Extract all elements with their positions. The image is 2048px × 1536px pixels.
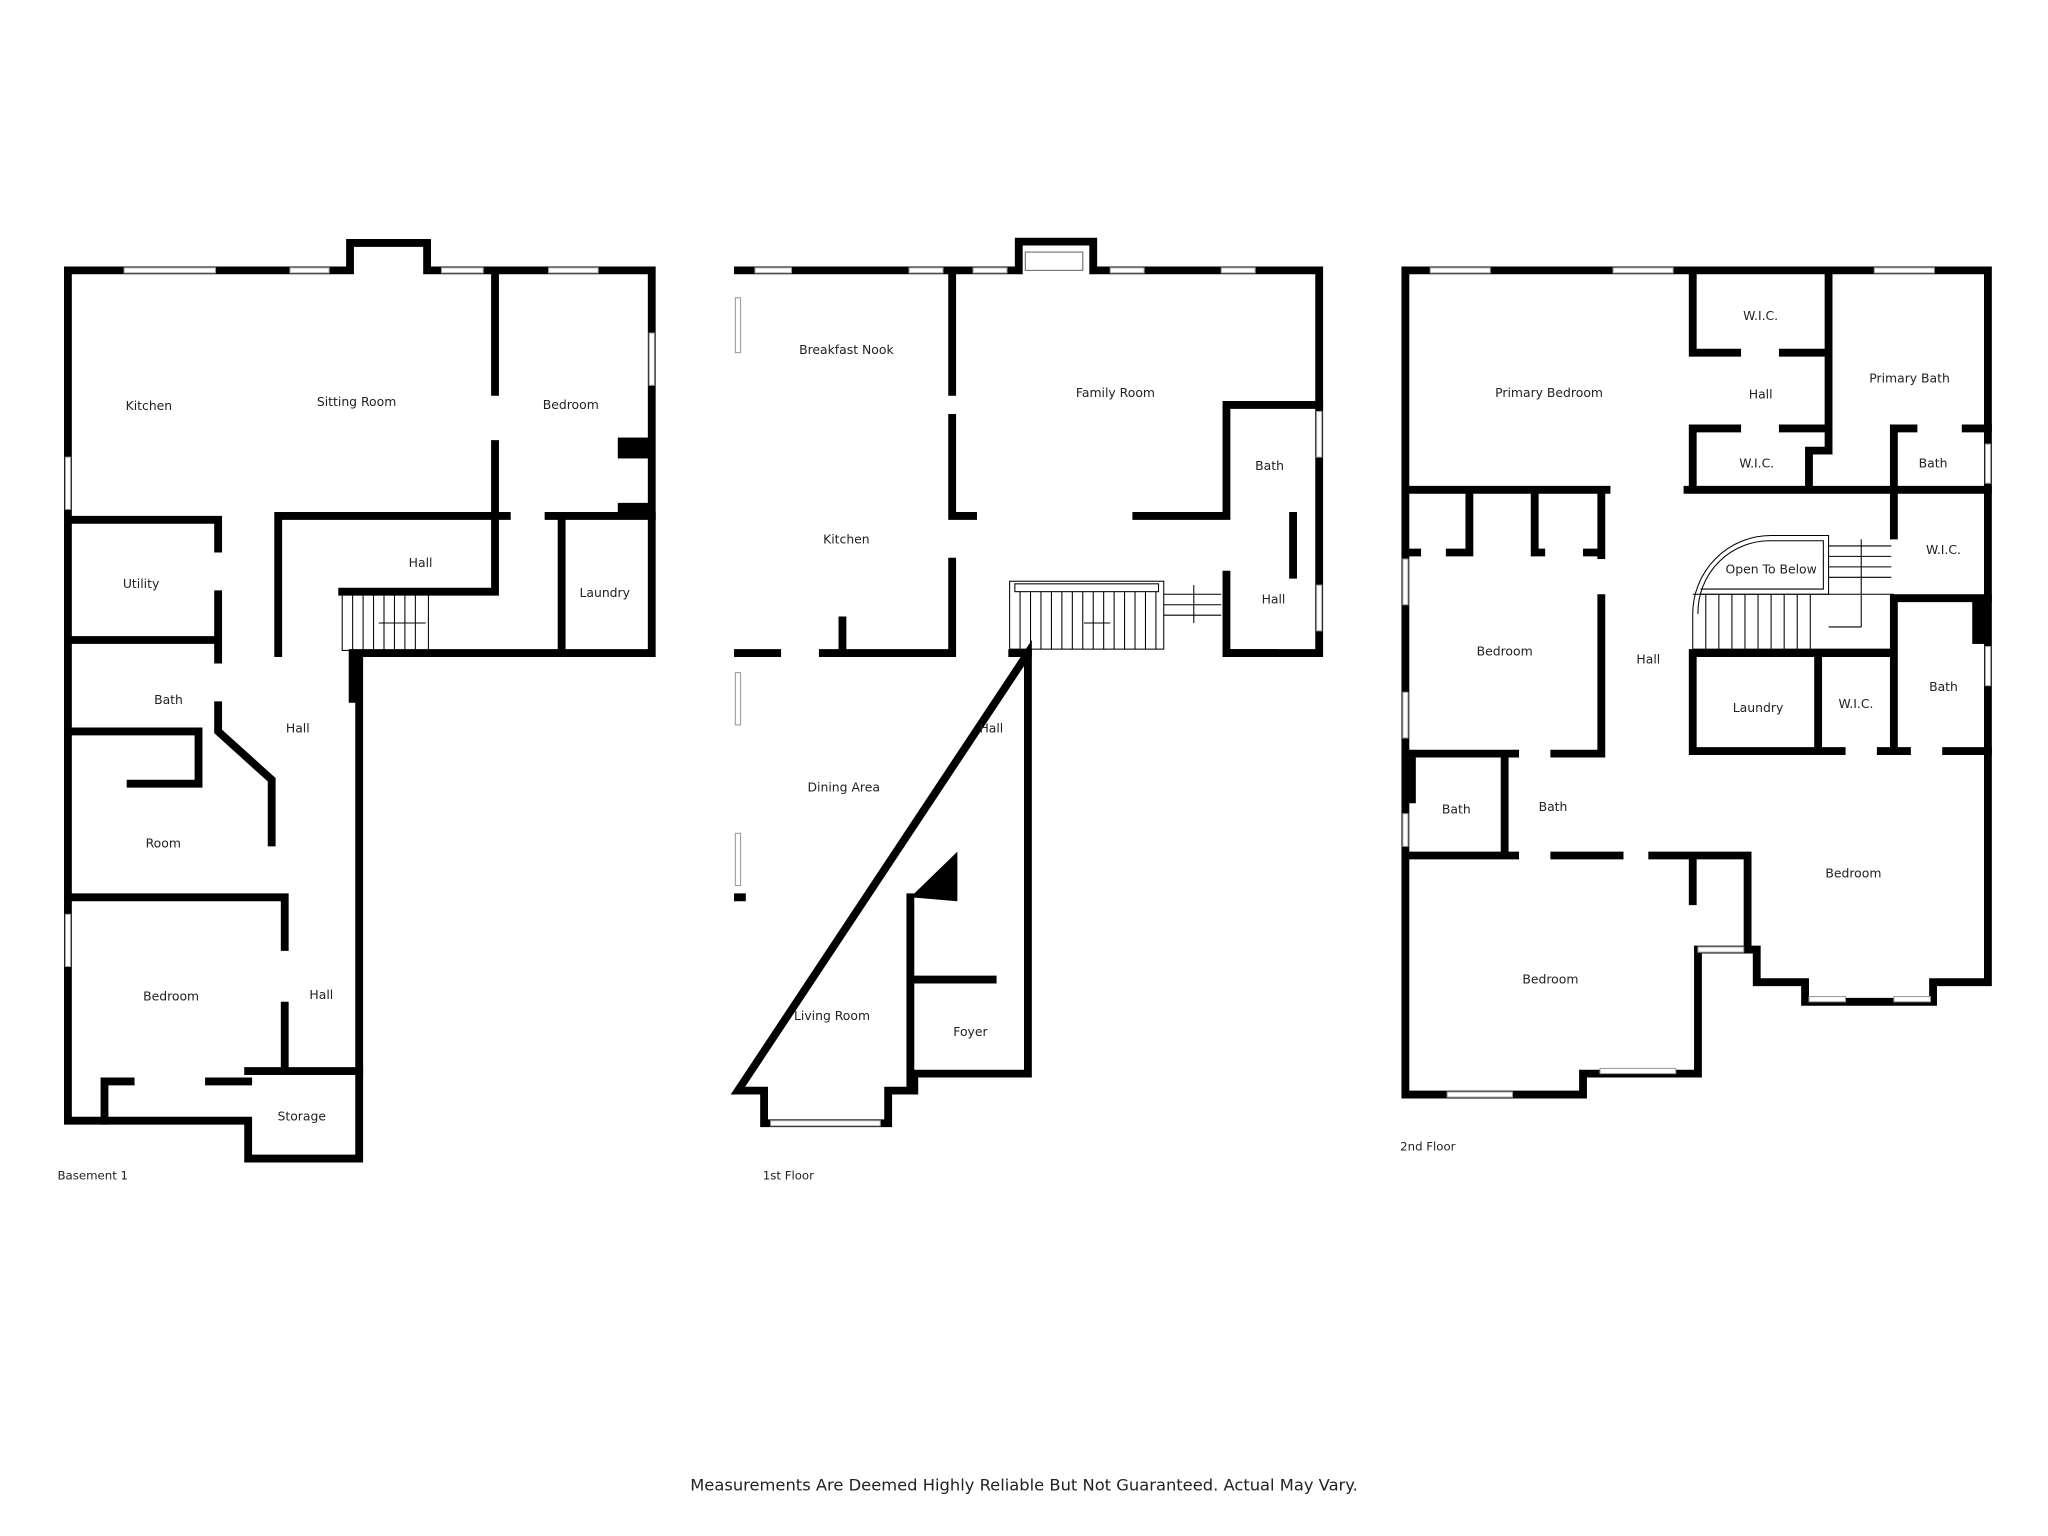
- room-label: Storage: [277, 1109, 325, 1124]
- room-label: Laundry: [579, 585, 630, 600]
- floor-label-first-floor: 1st Floor: [763, 1168, 814, 1182]
- second-floor-windows: [1402, 267, 1992, 1098]
- room-label: Bedroom: [1825, 866, 1881, 881]
- basement-stairs: [341, 593, 429, 651]
- basement-outer-walls: [63, 239, 656, 1163]
- floor-label-second-floor: 2nd Floor: [1400, 1140, 1456, 1154]
- room-label: Sitting Room: [317, 394, 396, 409]
- room-label: Bedroom: [1522, 972, 1578, 987]
- room-label: Hall: [286, 721, 310, 736]
- room-label: Laundry: [1733, 700, 1784, 715]
- room-label: Bath: [154, 692, 183, 707]
- second-floor-interior-walls: [1401, 266, 1992, 954]
- room-label: Primary Bedroom: [1495, 385, 1603, 400]
- room-label: Hall: [409, 555, 433, 570]
- first-floor-stairs: [1009, 580, 1222, 650]
- basement-interior-walls: [63, 266, 656, 1125]
- room-label: Bedroom: [543, 397, 599, 412]
- room-label: W.I.C.: [1743, 308, 1778, 323]
- room-label: Open To Below: [1725, 561, 1816, 576]
- room-label: Foyer: [953, 1024, 988, 1039]
- first-floor-outer-walls: [730, 237, 1324, 1128]
- room-label: Hall: [1636, 652, 1660, 667]
- floor-label-basement: Basement 1: [57, 1168, 128, 1182]
- room-label: W.I.C.: [1839, 696, 1874, 711]
- room-label: Hall: [1262, 591, 1286, 606]
- room-label: Hall: [1749, 386, 1773, 401]
- room-label: Hall: [979, 721, 1003, 736]
- first-floor-plan: [730, 237, 1324, 1128]
- first-floor-interior-walls: [734, 266, 1324, 1095]
- room-label: Living Room: [794, 1008, 870, 1023]
- room-label: Dining Area: [808, 780, 880, 795]
- room-label: Primary Bath: [1869, 371, 1950, 386]
- room-label: Bath: [1442, 802, 1471, 817]
- second-floor-plan: [1401, 266, 1992, 1099]
- room-label: Bath: [1919, 456, 1948, 471]
- room-label: W.I.C.: [1739, 456, 1774, 471]
- basement-windows: [64, 267, 655, 968]
- open-to-below-stairs: [1692, 534, 1894, 650]
- basement-plan: [63, 239, 656, 1163]
- first-floor-windows: [734, 267, 1323, 1127]
- room-label: Family Room: [1076, 385, 1155, 400]
- room-label: Room: [146, 836, 181, 851]
- disclaimer-footer: Measurements Are Deemed Highly Reliable …: [690, 1475, 1358, 1494]
- room-label: Bedroom: [143, 988, 199, 1003]
- room-label: Kitchen: [823, 531, 870, 546]
- room-label: Bath: [1539, 799, 1568, 814]
- room-label: Breakfast Nook: [799, 342, 894, 357]
- room-label: W.I.C.: [1926, 542, 1961, 557]
- room-label: Bath: [1255, 458, 1284, 473]
- second-floor-outer-walls: [1401, 266, 1992, 1099]
- room-label: Hall: [309, 987, 333, 1002]
- room-label: Utility: [123, 576, 159, 591]
- room-label: Bath: [1929, 679, 1958, 694]
- room-label: Bedroom: [1477, 644, 1533, 659]
- room-label: Kitchen: [126, 398, 173, 413]
